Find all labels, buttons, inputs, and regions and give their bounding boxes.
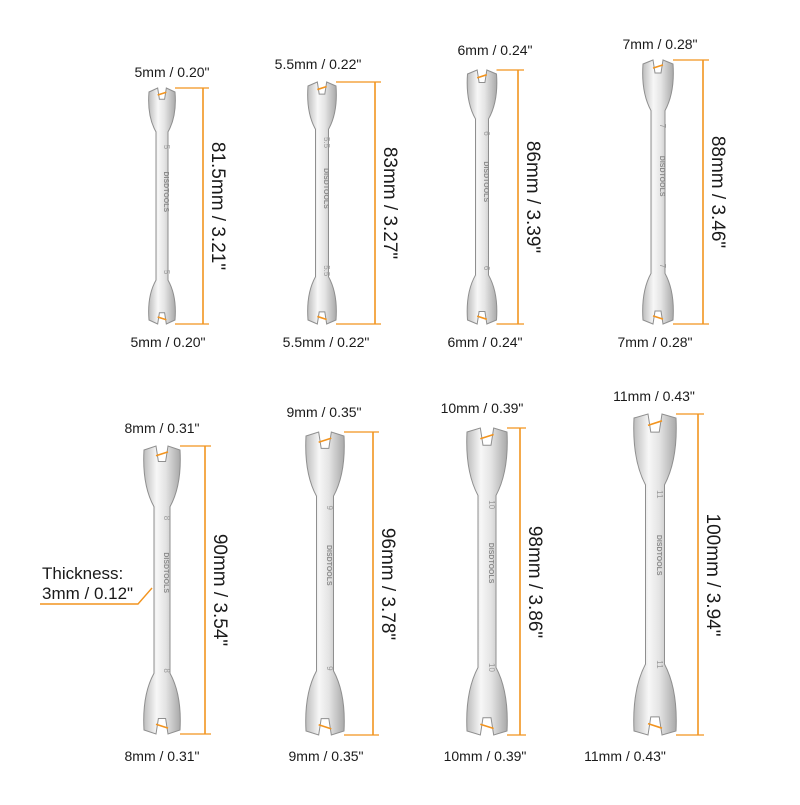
jaw-size-bottom-label: 5mm / 0.20" [130,334,206,350]
wrench-body [307,81,337,325]
size-stamp-bottom: 9 [325,666,334,671]
jaw-size-bottom-label: 10mm / 0.39" [443,748,527,764]
wrench-4: DISDTOOLS 7 7 [642,59,674,325]
wrench-7: DISDTOOLS 10 10 [466,427,508,736]
brand-stamp: DISDTOOLS [325,545,332,586]
jaw-size-bottom-label: 8mm / 0.31" [124,748,200,764]
brand-stamp: DISDTOOLS [487,543,494,584]
wrench-body [466,69,498,325]
brand-stamp: DISDTOOLS [658,156,665,197]
jaw-arrows [318,437,332,730]
length-label: 83mm / 3.27" [379,146,400,260]
length-label: 98mm / 3.86" [524,525,545,638]
jaw-size-bottom-label: 9mm / 0.35" [288,748,364,764]
size-stamp-bottom: 5 [162,270,171,275]
length-label: 86mm / 3.39" [522,140,543,254]
length-dimension [673,59,709,325]
jaw-size-bottom-label: 7mm / 0.28" [617,334,693,350]
size-stamp-top: 8 [162,516,171,521]
brand-stamp: DISDTOOLS [162,171,169,212]
jaw-size-top-label: 6mm / 0.24" [457,42,533,58]
wrench-8: DISDTOOLS 11 11 [633,413,677,736]
wrench-body [305,431,345,736]
size-stamp-bottom: 7 [658,264,667,269]
size-stamp-top: 9 [325,506,334,511]
jaw-size-top-label: 9mm / 0.35" [286,404,362,420]
jaw-arrows [480,433,494,730]
jaw-arrows [647,420,663,729]
jaw-size-top-label: 11mm / 0.43" [613,388,695,404]
thickness-note: Thickness: 3mm / 0.12" [42,564,133,604]
length-dimension [496,69,524,325]
length-dimension [344,431,379,736]
jaw-arrows [157,91,167,321]
brand-stamp: DISDTOOLS [655,535,662,576]
jaw-size-top-label: 7mm / 0.28" [622,36,698,52]
wrench-6: DISDTOOLS 9 9 [305,431,345,736]
jaw-arrows [155,451,169,729]
wrench-body [466,427,508,736]
size-stamp-top: 10 [487,500,496,509]
jaw-size-top-label: 5.5mm / 0.22" [274,56,362,72]
length-dimension [507,427,526,736]
jaw-arrows [317,85,327,321]
brand-stamp: DISDTOOLS [162,552,169,593]
jaw-size-top-label: 5mm / 0.20" [134,64,210,80]
size-stamp-top: 7 [658,124,667,129]
length-label: 88mm / 3.46" [707,135,728,249]
size-stamp-top: 5 [162,145,171,150]
jaw-size-bottom-label: 6mm / 0.24" [447,334,523,350]
length-dimension [175,87,209,325]
wrench-2: DISDTOOLS 5.5 5.5 [307,81,337,325]
length-label: 90mm / 3.54" [209,533,230,647]
jaw-size-bottom-label: 11mm / 0.43" [584,748,666,764]
length-label: 96mm / 3.78" [377,527,398,640]
size-stamp-top: 11 [655,490,664,499]
wrench-body [148,87,176,325]
size-stamp-bottom: 10 [487,663,496,672]
jaw-size-top-label: 10mm / 0.39" [440,400,524,416]
wrench-3: DISDTOOLS 6 6 [466,69,498,325]
jaw-size-top-label: 8mm / 0.31" [124,420,200,436]
length-dimension [336,81,381,325]
jaw-arrows [652,64,664,320]
size-stamp-bottom: 11 [655,660,664,669]
length-dimension [676,413,704,736]
size-stamp-bottom: 6 [482,266,491,271]
thickness-value: 3mm / 0.12" [42,584,134,603]
thickness-leader [40,587,153,605]
brand-stamp: DISDTOOLS [322,168,329,209]
size-stamp-top: 6 [482,131,491,136]
wrench-5: DISDTOOLS 8 8 [143,445,181,735]
wrench-body [633,413,677,736]
wrench-body [143,445,181,735]
brand-stamp: DISDTOOLS [482,161,489,202]
length-label: 81.5mm / 3.21" [207,141,228,271]
length-label: 100mm / 3.94" [702,513,723,636]
wrench-body [642,59,674,325]
size-stamp-bottom: 8 [162,668,171,673]
jaw-size-bottom-label: 5.5mm / 0.22" [282,334,370,350]
jaw-arrows [476,73,488,321]
length-dimension [180,445,211,735]
thickness-title: Thickness: [42,564,124,583]
size-stamp-top: 5.5 [322,137,331,149]
wrench-1: DISDTOOLS 5 5 [148,87,176,325]
size-stamp-bottom: 5.5 [322,265,331,277]
